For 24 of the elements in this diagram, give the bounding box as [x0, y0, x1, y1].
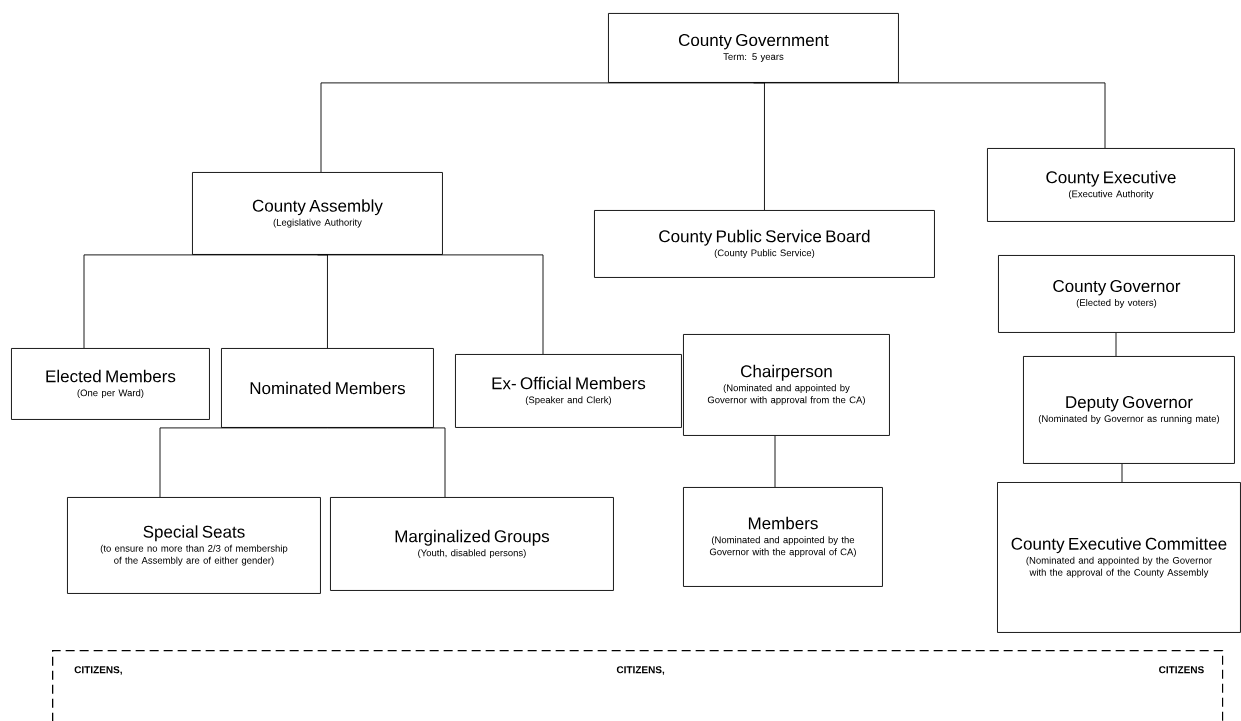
org-box: Elected Members (One per Ward) [11, 348, 210, 420]
org-box: Ex- Official Members (Speaker and Clerk) [455, 354, 682, 428]
org-box: Deputy Governor (Nominated by Governor as running mate) [1023, 356, 1235, 464]
connector-line [320, 82, 754, 173]
connector-line [753, 82, 1106, 149]
org-box: County Assembly (Legislative Authority [192, 172, 443, 255]
connector-line [317, 254, 544, 355]
org-box: County Government Term: 5 years [608, 13, 899, 83]
org-box: Special Seats (to ensure no more than 2/3 of membership of the Assembly are of either gender) [67, 497, 321, 594]
org-box: Chairperson (Nominated and appointed by Governor with approval from the CA) [683, 334, 890, 436]
org-box: Nominated Members [221, 348, 434, 428]
org-box: County Executive Committee (Nominated and appointed by the Governor with the approval of the County Assembly [997, 482, 1241, 633]
connector-line [1121, 463, 1123, 483]
connector-line [774, 435, 776, 488]
connector-line [1115, 332, 1117, 357]
citizens-box: CITIZENS, CITIZENS, CITIZENS [52, 650, 1224, 721]
org-box: County Executive (Executive Authority [987, 148, 1235, 222]
org-box: County Governor (Elected by voters) [998, 255, 1235, 333]
connector-line [83, 254, 318, 349]
org-box: County Public Service Board (County Public Service) [594, 210, 935, 278]
connector-line [327, 427, 446, 498]
org-box: Marginalized Groups (Youth, disabled persons) [330, 497, 614, 591]
connector-line [159, 427, 328, 498]
org-box: Members (Nominated and appointed by the Governor with the approval of CA) [683, 487, 883, 587]
